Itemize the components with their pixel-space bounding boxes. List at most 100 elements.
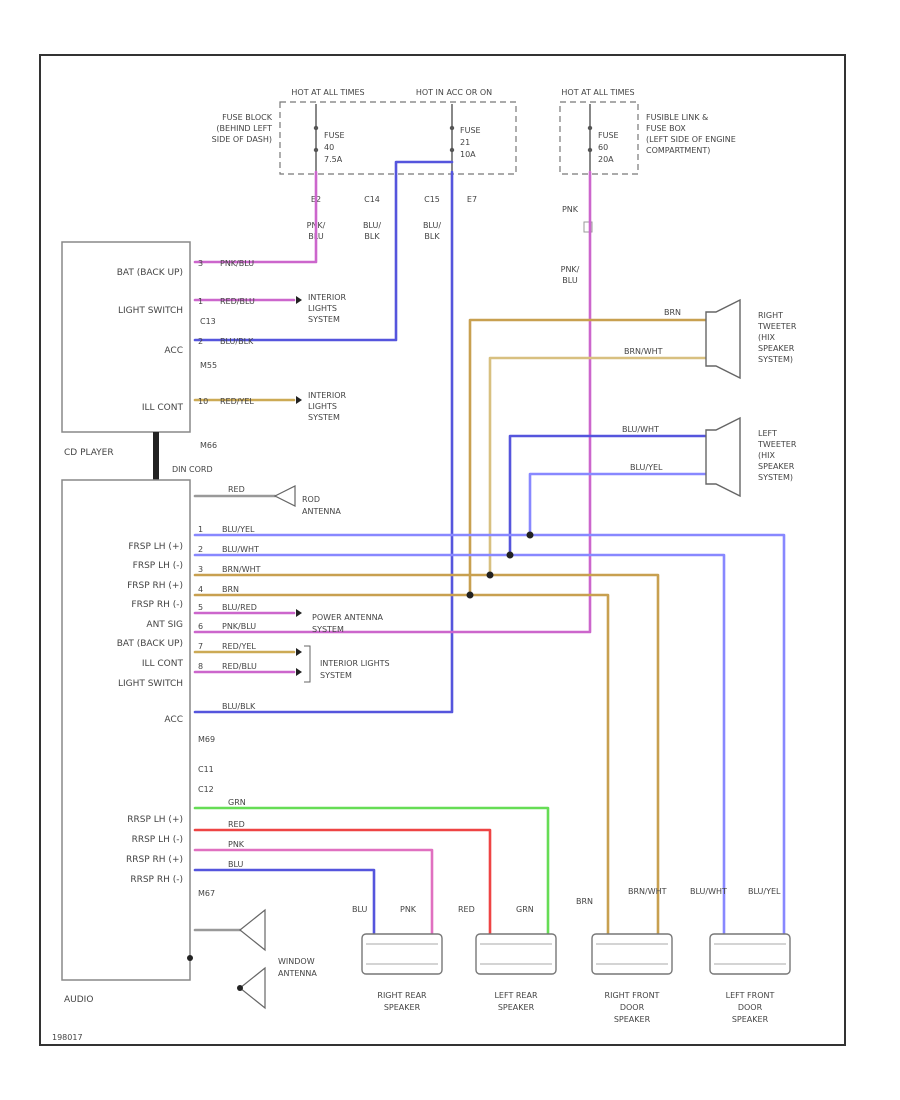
- right-tweeter-icon: [705, 298, 741, 380]
- rod-antenna-icon: [273, 485, 296, 507]
- cd-pin-bat: BAT (BACK UP): [117, 268, 183, 278]
- fuse-block-line-1: FUSE BLOCK: [222, 113, 273, 122]
- wire-tag-blu-blk-a1: BLU/: [363, 221, 381, 230]
- audio-unit-box: [61, 479, 191, 981]
- footer-code: 198017: [52, 1033, 83, 1042]
- wire-audio-bat-pnk-blu: [193, 170, 592, 634]
- tweeter-right-4: SPEAKER: [758, 344, 795, 353]
- cd-int-lights-3: SYSTEM: [308, 315, 340, 324]
- fusible-link-line-3: (LEFT SIDE OF ENGINE: [646, 135, 736, 144]
- tweeter-r-wire-brn-wht: BRN/WHT: [624, 347, 663, 356]
- speaker-right-front: BRN BRN/WHT RIGHT FRONT DOOR SPEAKER: [576, 887, 673, 1024]
- speakers: BLU PNK RIGHT REAR SPEAKER RED GRN LEFT …: [352, 887, 791, 1024]
- cd-pin-num-3: 2: [198, 337, 203, 346]
- splice-4: [526, 531, 534, 539]
- audio-wire-red-yel: RED/YEL: [222, 642, 256, 651]
- inline-connector: [583, 221, 593, 233]
- arrow-audio-ill: [296, 648, 302, 656]
- audio-int-lights-2: SYSTEM: [320, 671, 352, 680]
- fusible-link-line-1: FUSIBLE LINK &: [646, 113, 708, 122]
- cd-wire-red-blu: RED/BLU: [220, 297, 255, 306]
- audio-pin-frsp-rh-minus: FRSP RH (-): [131, 600, 183, 610]
- hot-label-1: HOT AT ALL TIMES: [291, 88, 364, 97]
- tweeter-left-4: SPEAKER: [758, 462, 795, 471]
- speaker-lr-wire-2: GRN: [516, 905, 534, 914]
- cd-pin-num-4: 10: [198, 397, 208, 406]
- audio-pin-num-6: 6: [198, 622, 203, 631]
- audio-wire-brn-wht: BRN/WHT: [222, 565, 261, 574]
- audio-pin-bat: BAT (BACK UP): [117, 639, 183, 649]
- cd-pin-ill-cont: ILL CONT: [142, 403, 184, 413]
- audio-conn-c12: C12: [198, 785, 214, 794]
- hot-label-3: HOT AT ALL TIMES: [561, 88, 634, 97]
- audio-pin-rrsp-lh-minus: RRSP LH (-): [132, 835, 183, 845]
- tweeter-right-1: RIGHT: [758, 311, 783, 320]
- wire-tweeter-r-brn: [468, 318, 708, 597]
- wire-rrsp-rh-minus: [193, 868, 376, 940]
- audio-wire-red-blu: RED/BLU: [222, 662, 257, 671]
- fuse-2-label: FUSE: [460, 126, 481, 135]
- fuse-2-number: 21: [460, 138, 470, 147]
- tweeter-r-wire-brn: BRN: [664, 308, 681, 317]
- arrow-audio-light: [296, 668, 302, 676]
- fuse-3-dot-bottom: [587, 147, 593, 153]
- fuse-1-number: 40: [324, 143, 334, 152]
- wire-cd-acc-blu-blk: [193, 160, 454, 342]
- wire-tag-pnk-blu2-2: BLU: [562, 276, 578, 285]
- tweeter-l-wire-blu-wht: BLU/WHT: [622, 425, 659, 434]
- audio-pin-ill-cont: ILL CONT: [142, 659, 184, 669]
- fuse-1-dot-top: [313, 125, 319, 131]
- audio-wire-blu-red: BLU/RED: [222, 603, 257, 612]
- speaker-rf-name-3: SPEAKER: [614, 1015, 651, 1024]
- cd-pin-num-2: 1: [198, 297, 203, 306]
- tweeter-right-5: SYSTEM): [758, 355, 793, 364]
- wire-rrsp-lh-plus: [193, 806, 550, 940]
- audio-wire-brn: BRN: [222, 585, 239, 594]
- speaker-lf-icon: [709, 933, 791, 975]
- speaker-rf-wire-1: BRN: [576, 897, 593, 906]
- speaker-rr-name-1: RIGHT REAR: [377, 991, 427, 1000]
- window-antenna-icon-1: [239, 908, 266, 952]
- left-tweeter-icon: [705, 416, 741, 498]
- audio-pin-ant-sig: ANT SIG: [146, 620, 183, 630]
- wire-tweeter-l-blu-wht: [508, 434, 708, 557]
- cd-pin-num-1: 3: [198, 259, 203, 268]
- wire-harness: [193, 160, 786, 940]
- speaker-rf-name-1: RIGHT FRONT: [605, 991, 660, 1000]
- audio-unit: AUDIO FRSP LH (+) FRSP LH (-) FRSP RH (+…: [61, 479, 390, 1010]
- splices: [466, 531, 534, 599]
- wire-frsp-lh-plus: [193, 533, 786, 940]
- fuse-3-label: FUSE: [598, 131, 619, 140]
- speaker-rf-icon: [591, 933, 673, 975]
- cd-conn-m55: M55: [200, 361, 217, 370]
- wire-tweeter-r-brn-wht: [488, 356, 708, 577]
- splice-2: [486, 571, 494, 579]
- speaker-left-front: BLU/WHT BLU/YEL LEFT FRONT DOOR SPEAKER: [690, 887, 791, 1024]
- audio-pin-num-8: 8: [198, 662, 203, 671]
- wire-tweeter-l-blu-yel: [528, 472, 708, 537]
- audio-pin-num-3: 3: [198, 565, 203, 574]
- fuse-1-label: FUSE: [324, 131, 345, 140]
- audio-wire-blu-yel: BLU/YEL: [222, 525, 255, 534]
- fuse-1-rating: 7.5A: [324, 155, 343, 164]
- audio-pin-num-1: 1: [198, 525, 203, 534]
- audio-conn-m67: M67: [198, 889, 215, 898]
- audio-wire-pnk-blu: PNK/BLU: [222, 622, 256, 631]
- audio-int-lights-1: INTERIOR LIGHTS: [320, 659, 390, 668]
- window-antenna-label-1: WINDOW: [278, 957, 315, 966]
- cd-wire-red-yel: RED/YEL: [220, 397, 254, 406]
- audio-wire-acc-blu-blk: BLU/BLK: [222, 702, 256, 711]
- audio-pin-rrsp-lh-plus: RRSP LH (+): [127, 815, 183, 825]
- cd-player: BAT (BACK UP) LIGHT SWITCH ACC ILL CONT …: [61, 241, 347, 480]
- speaker-rr-name-2: SPEAKER: [384, 1003, 421, 1012]
- splice-1: [466, 591, 474, 599]
- cd-pin-light-switch: LIGHT SWITCH: [118, 306, 183, 316]
- speaker-rr-icon: [361, 933, 443, 975]
- splice-3: [506, 551, 514, 559]
- power-section: HOT AT ALL TIMES HOT IN ACC OR ON HOT AT…: [212, 88, 736, 285]
- arrow-terminals: [296, 296, 302, 676]
- wire-audio-acc-blu-blk: [193, 170, 454, 714]
- speaker-lr-wire-1: RED: [458, 905, 475, 914]
- speaker-left-rear: RED GRN LEFT REAR SPEAKER: [458, 905, 557, 1012]
- rod-antenna-label-1: ROD: [302, 495, 320, 504]
